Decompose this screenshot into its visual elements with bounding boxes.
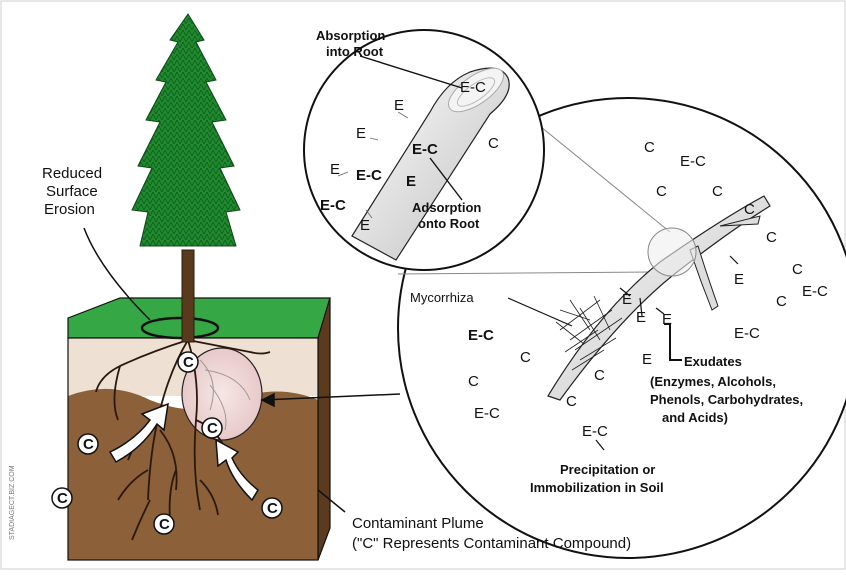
erosion-label-line1: Reduced: [42, 165, 102, 182]
marker-c: C: [520, 349, 531, 366]
marker-c: C: [468, 373, 479, 390]
plume-label-line2: ("C" Represents Contaminant Compound): [352, 535, 631, 552]
svg-text:C: C: [267, 500, 278, 517]
marker-c: C: [792, 261, 803, 278]
marker-c: C: [488, 135, 499, 152]
marker-c: C: [776, 293, 787, 310]
adsorption-label-line2: onto Root: [418, 216, 480, 231]
exudates-detail-line2: Phenols, Carbohydrates,: [650, 392, 803, 407]
svg-text:C: C: [207, 420, 218, 437]
marker-c: C: [656, 183, 667, 200]
marker-c: C: [712, 183, 723, 200]
marker-e: E: [406, 173, 416, 190]
marker-e: E: [734, 271, 744, 288]
erosion-label-line3: Erosion: [44, 201, 95, 218]
marker-ec: E-C: [356, 167, 382, 184]
plume-label-line1: Contaminant Plume: [352, 515, 484, 532]
exudates-detail-line3: and Acids): [662, 410, 728, 425]
marker-ec: E-C: [680, 153, 706, 170]
soil-side-face: [318, 298, 330, 560]
marker-c: C: [594, 367, 605, 384]
marker-ec: E-C: [474, 405, 500, 422]
marker-ec: E-C: [320, 197, 346, 214]
tree-trunk: [182, 250, 194, 342]
credit-text: STADIAGECT.BIZ.COM: [9, 465, 16, 540]
svg-text:C: C: [83, 436, 94, 453]
marker-ec-absorbed: E-C: [460, 79, 486, 96]
svg-text:C: C: [159, 516, 170, 533]
absorption-label-line1: Absorption: [316, 28, 385, 43]
marker-e: E: [330, 161, 340, 178]
marker-e: E: [662, 311, 672, 328]
marker-e: E: [642, 351, 652, 368]
marker-e: E: [360, 217, 370, 234]
marker-ec: E-C: [734, 325, 760, 342]
marker-e: E: [394, 97, 404, 114]
marker-ec: E-C: [582, 423, 608, 440]
adsorption-label-line1: Adsorption: [412, 200, 481, 215]
marker-c: C: [766, 229, 777, 246]
svg-text:C: C: [57, 490, 68, 507]
marker-e: E: [622, 291, 632, 308]
erosion-label-line2: Surface: [46, 183, 98, 200]
grass-surface: [68, 298, 330, 338]
marker-e: E: [356, 125, 366, 142]
marker-e: E: [636, 309, 646, 326]
marker-c: C: [644, 139, 655, 156]
marker-c: C: [744, 201, 755, 218]
absorption-label-line2: into Root: [326, 44, 384, 59]
exudates-title: Exudates: [684, 354, 742, 369]
svg-text:C: C: [183, 354, 194, 371]
precipitation-label-line2: Immobilization in Soil: [530, 480, 664, 495]
mycorrhiza-label: Mycorrhiza: [410, 290, 474, 305]
marker-ec: E-C: [802, 283, 828, 300]
zoom-focus-circle: [648, 228, 696, 276]
marker-c: C: [566, 393, 577, 410]
marker-ec-adsorbed: E-C: [412, 141, 438, 158]
exudates-detail-line1: (Enzymes, Alcohols,: [650, 374, 776, 389]
marker-ec: E-C: [468, 327, 494, 344]
precipitation-label-line1: Precipitation or: [560, 462, 655, 477]
